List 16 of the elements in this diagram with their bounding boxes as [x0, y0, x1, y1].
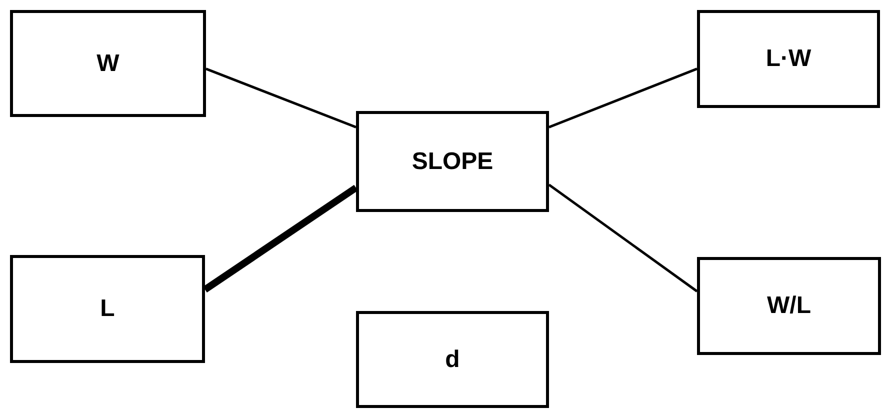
connector-line: [548, 68, 698, 128]
connector-line: [206, 68, 356, 128]
connector-line: [548, 184, 698, 292]
box-label: d: [445, 344, 460, 374]
box-label: L·W: [766, 44, 812, 74]
box-label: W: [96, 48, 120, 78]
label-box: [10, 10, 206, 117]
box-label: W/L: [767, 291, 811, 321]
box-label: SLOPE: [412, 146, 494, 176]
box-label: L: [100, 294, 115, 324]
label-box: [697, 10, 880, 108]
label-box: [697, 257, 881, 355]
label-box: [356, 311, 549, 408]
label-box: [356, 111, 549, 212]
connector-line: [203, 184, 358, 292]
label-box: [10, 255, 205, 363]
